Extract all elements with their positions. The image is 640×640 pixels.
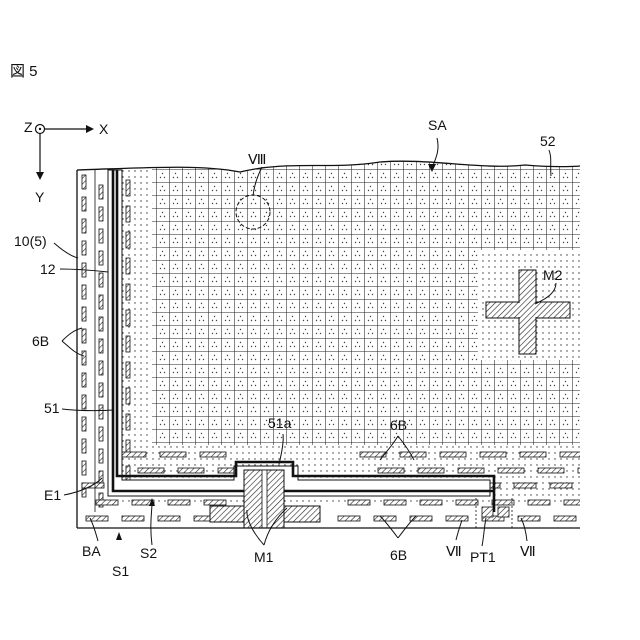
dash-mark	[126, 258, 130, 274]
dash-mark	[550, 483, 572, 488]
axis-z-label: Z	[24, 119, 33, 135]
panel-sheet	[77, 160, 604, 536]
dash-mark	[82, 307, 86, 321]
dash-mark	[126, 232, 130, 248]
label-6b-left: 6B	[32, 333, 49, 349]
dash-mark	[99, 317, 103, 331]
dash-mark	[554, 516, 576, 521]
label-viii: Ⅷ	[248, 151, 266, 167]
dash-mark	[82, 395, 86, 409]
dash-mark	[126, 180, 130, 196]
dash-mark	[120, 452, 146, 457]
dash-mark	[99, 405, 103, 419]
dash-mark	[99, 383, 103, 397]
dash-mark	[560, 452, 586, 457]
label-6b-top: 6B	[390, 417, 407, 433]
dash-mark	[99, 273, 103, 287]
dash-mark	[538, 468, 564, 473]
dash-mark	[204, 500, 226, 505]
label-m1: M1	[254, 549, 274, 565]
dash-mark	[348, 500, 370, 505]
dash-mark	[99, 361, 103, 375]
label-6b-bottom: 6B	[390, 547, 407, 563]
dash-mark	[378, 468, 404, 473]
label-m2: M2	[543, 267, 563, 283]
dash-mark	[96, 500, 118, 505]
dash-mark	[168, 500, 190, 505]
dash-mark	[82, 175, 86, 189]
dash-mark	[498, 468, 524, 473]
dash-mark	[82, 417, 86, 431]
label-vii-right: Ⅶ	[520, 543, 536, 559]
dash-mark	[514, 483, 536, 488]
dash-mark	[82, 329, 86, 343]
dash-mark	[420, 500, 442, 505]
dash-mark	[82, 219, 86, 233]
label-vii-left: Ⅶ	[446, 543, 462, 559]
label-51: 51	[44, 400, 60, 416]
dash-mark	[456, 500, 478, 505]
label-pt1: PT1	[470, 549, 496, 565]
dash-mark	[480, 452, 506, 457]
axis-y-label: Y	[35, 189, 45, 205]
dash-mark	[99, 449, 103, 463]
dash-mark	[86, 516, 108, 521]
dash-mark	[99, 185, 103, 199]
dash-mark	[99, 427, 103, 441]
dash-mark	[338, 516, 360, 521]
dash-mark	[99, 251, 103, 265]
dash-mark	[126, 284, 130, 300]
label-s1: S1	[112, 563, 129, 579]
dash-mark	[374, 516, 396, 521]
dash-mark	[99, 339, 103, 353]
label-sa: SA	[428, 117, 447, 133]
dash-mark	[384, 500, 406, 505]
dash-mark	[400, 452, 426, 457]
label-12: 12	[40, 261, 56, 277]
dash-mark	[82, 351, 86, 365]
label-52: 52	[540, 133, 556, 149]
dash-mark	[99, 295, 103, 309]
dash-mark	[126, 362, 130, 378]
label-51a: 51a	[268, 415, 292, 431]
dash-mark	[82, 461, 86, 475]
dash-mark	[99, 207, 103, 221]
dash-mark	[578, 468, 604, 473]
dash-mark	[138, 468, 164, 473]
dash-mark	[126, 336, 130, 352]
dash-mark	[160, 452, 186, 457]
dash-mark	[360, 452, 386, 457]
dash-mark	[126, 206, 130, 222]
dash-mark	[418, 468, 444, 473]
label-s2: S2	[140, 545, 157, 561]
dash-mark	[446, 516, 468, 521]
dash-mark	[99, 229, 103, 243]
dash-mark	[122, 516, 144, 521]
dash-mark	[520, 452, 546, 457]
dash-mark	[564, 500, 586, 505]
dash-mark	[440, 452, 466, 457]
dash-mark	[82, 285, 86, 299]
dash-mark	[178, 468, 204, 473]
label-e1: E1	[44, 487, 61, 503]
dash-mark	[126, 414, 130, 430]
dash-mark	[82, 373, 86, 387]
figure-label: 図 5	[10, 63, 38, 80]
label-10-5: 10(5)	[14, 233, 47, 249]
dash-mark	[82, 439, 86, 453]
dash-mark	[82, 241, 86, 255]
dash-mark	[200, 452, 226, 457]
dash-mark	[126, 310, 130, 326]
label-ba: BA	[82, 543, 101, 559]
dash-mark	[528, 500, 550, 505]
axis-x-label: X	[99, 121, 109, 137]
dash-mark	[126, 388, 130, 404]
dash-mark	[458, 468, 484, 473]
dash-mark	[82, 197, 86, 211]
dash-mark	[158, 516, 180, 521]
